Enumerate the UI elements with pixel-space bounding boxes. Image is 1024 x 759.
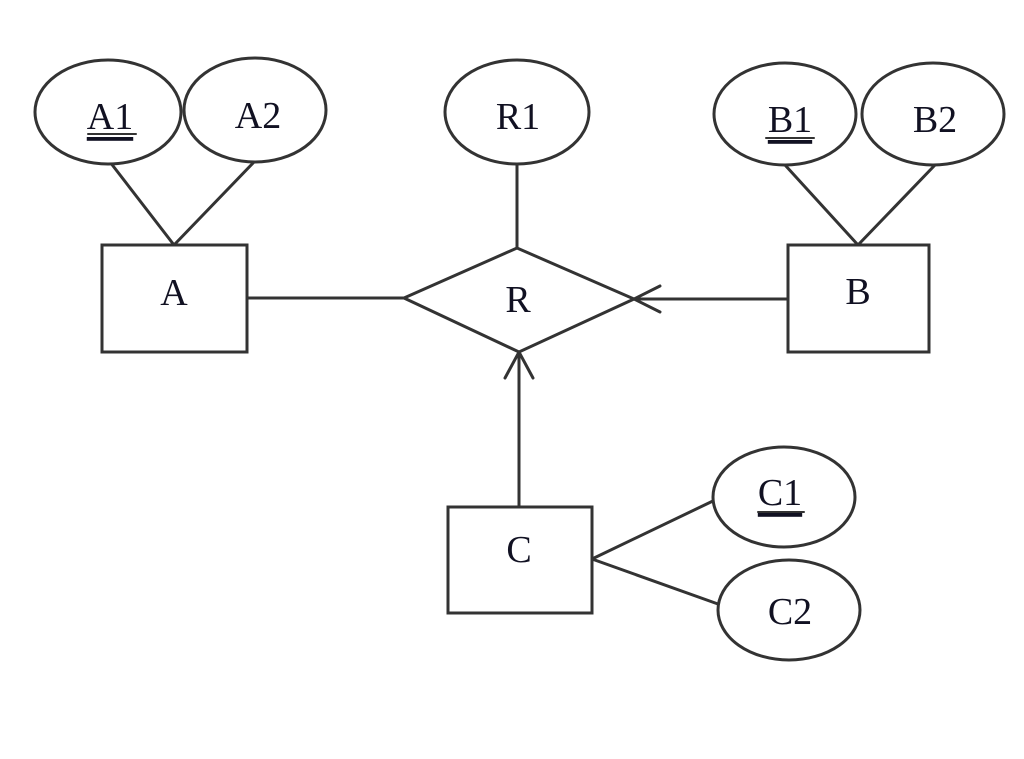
attribute-c1 [711, 445, 857, 549]
edge-c2-c [590, 557, 720, 606]
attribute-c2-label: C2 [768, 591, 812, 633]
edge-b2-b [856, 163, 937, 247]
relationship-r [400, 246, 638, 354]
edge-a1-a [108, 160, 176, 247]
attribute-b1 [712, 61, 858, 167]
attribute-b1-label: B1 [768, 99, 812, 141]
edge-c1-c [590, 498, 717, 561]
entity-c-label: C [506, 529, 531, 571]
attribute-a2 [182, 56, 328, 164]
edge-b1-b [783, 163, 860, 247]
attribute-r1-label: R1 [496, 96, 540, 138]
attribute-b2-label: B2 [913, 99, 957, 141]
attribute-c2 [716, 558, 862, 662]
attribute-r1 [443, 58, 591, 166]
attribute-a2-label: A2 [235, 95, 281, 137]
attribute-b2 [860, 61, 1006, 167]
relationship-r-label: R [505, 279, 531, 321]
entity-b [786, 243, 931, 354]
entity-b-label: B [845, 271, 870, 313]
edge-a2-a [172, 160, 256, 247]
attribute-a1-label: A1 [87, 96, 133, 138]
entity-a [100, 243, 249, 354]
entity-c [446, 505, 594, 615]
attribute-c1-label: C1 [758, 472, 802, 514]
attribute-a1 [33, 58, 183, 166]
entity-a-label: A [160, 272, 188, 314]
